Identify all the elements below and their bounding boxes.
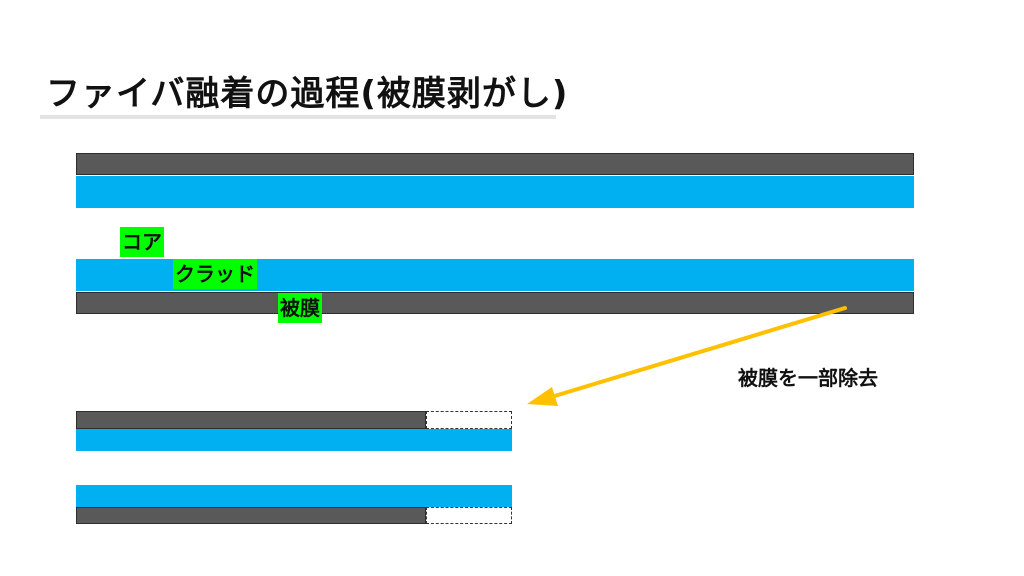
- stripped-fiber-top-cladding: [76, 429, 512, 451]
- fiber-bottom-coating: [76, 292, 914, 314]
- arrow-head: [527, 387, 558, 406]
- stripped-fiber-bottom-cladding: [76, 485, 512, 507]
- coating-label: 被膜: [278, 293, 322, 323]
- annotation-text: 被膜を一部除去: [738, 366, 878, 390]
- page-title: ファイバ融着の過程(被膜剥がし): [46, 74, 569, 114]
- core-label: コア: [120, 227, 164, 257]
- stripped-fiber-bottom-coating: [76, 507, 426, 524]
- removed-coating-bottom: [426, 507, 512, 524]
- removed-coating-top: [426, 411, 512, 429]
- cladding-label: クラッド: [173, 259, 257, 289]
- stripped-fiber-top-coating: [76, 411, 426, 429]
- fiber-top-coating: [76, 153, 914, 175]
- fiber-top-cladding: [76, 176, 914, 208]
- title-underline: [40, 115, 556, 119]
